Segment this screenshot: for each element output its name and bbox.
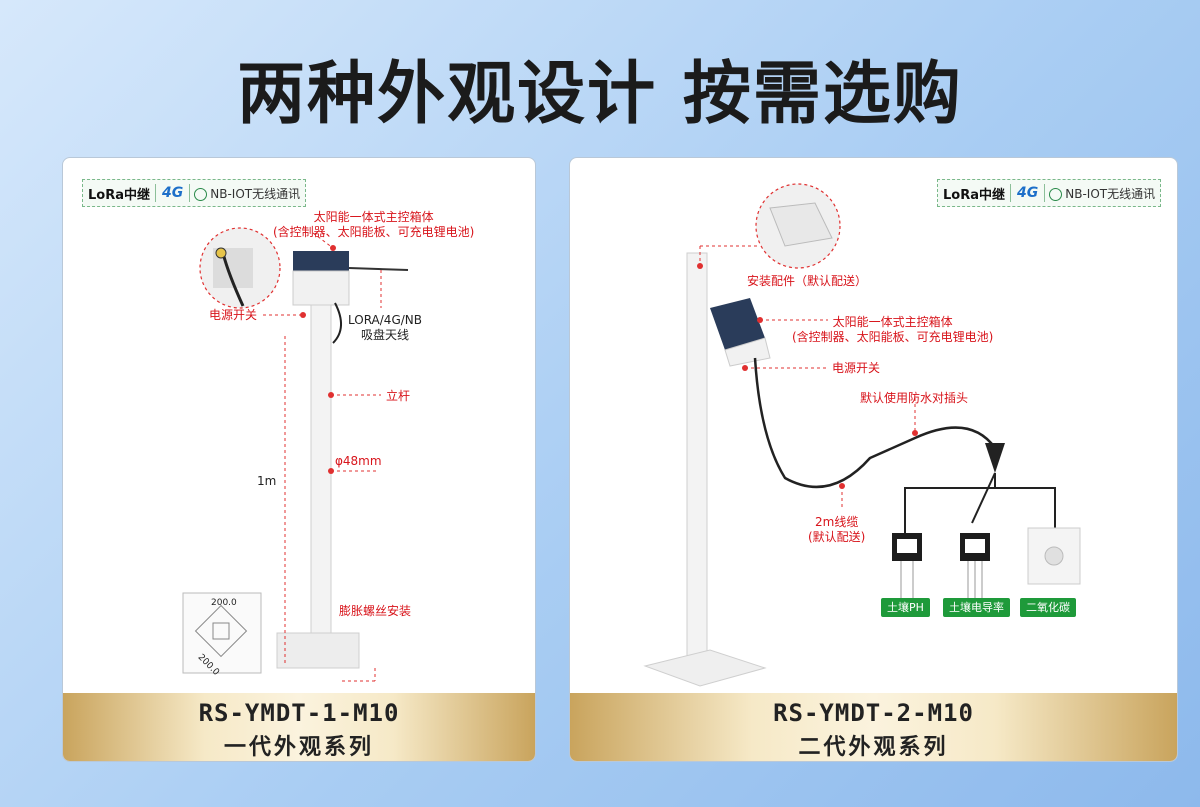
nb-iot-label: NB-IOT无线通讯 — [210, 186, 301, 201]
gen2-illustration — [643, 183, 1081, 687]
label-cable: 2m线缆(默认配送) — [808, 515, 866, 544]
label-height: 1m — [257, 474, 277, 488]
label-solar-box: 太阳能一体式主控箱体(含控制器、太阳能板、可充电锂电池) — [792, 315, 994, 344]
label-dim-top: 200.0 — [211, 598, 237, 608]
product-card-gen2[interactable]: LoRa中继 4G NB-IOT无线通讯 — [569, 157, 1178, 762]
label-power-switch: 电源开关 — [832, 361, 881, 375]
globe-icon — [194, 187, 208, 201]
label-power-switch: 电源开关 — [209, 308, 258, 322]
4g-label: 4G — [162, 185, 184, 201]
nb-iot-label: NB-IOT无线通讯 — [1065, 186, 1156, 201]
card-footer-gen2: RS-YMDT-2-M10 二代外观系列 — [570, 693, 1177, 761]
tag-co2: 二氧化碳 — [1020, 598, 1076, 617]
lora-label: LoRa中继 — [88, 187, 150, 203]
comm-badge: LoRa中继 4G NB-IOT无线通讯 — [82, 179, 307, 207]
4g-label: 4G — [1017, 185, 1039, 201]
label-solar-box: 太阳能一体式主控箱体(含控制器、太阳能板、可充电锂电池) — [273, 210, 475, 239]
label-plug: 默认使用防水对插头 — [860, 391, 969, 405]
label-install: 膨胀螺丝安装 — [339, 604, 412, 618]
series-name: 一代外观系列 — [223, 735, 374, 760]
series-name: 二代外观系列 — [798, 735, 949, 760]
page-title: 两种外观设计 按需选购 — [237, 55, 963, 134]
model-name: RS-YMDT-1-M10 — [198, 699, 400, 727]
gen1-illustration — [182, 227, 409, 682]
label-pole: 立杆 — [386, 389, 411, 403]
lora-label: LoRa中继 — [943, 187, 1005, 203]
model-name: RS-YMDT-2-M10 — [773, 699, 974, 727]
label-bracket: 安装配件（默认配送） — [747, 274, 868, 288]
tag-soil-ph: 土壤PH — [881, 598, 930, 617]
card-footer-gen1: RS-YMDT-1-M10 一代外观系列 — [63, 693, 535, 761]
label-diameter: φ48mm — [335, 454, 382, 468]
tag-soil-conductivity: 土壤电导率 — [943, 598, 1010, 617]
globe-icon — [1049, 187, 1063, 201]
product-card-gen1[interactable]: LoRa中继 4G NB-IOT无线通讯 — [62, 157, 536, 762]
comm-badge: LoRa中继 4G NB-IOT无线通讯 — [937, 179, 1162, 207]
